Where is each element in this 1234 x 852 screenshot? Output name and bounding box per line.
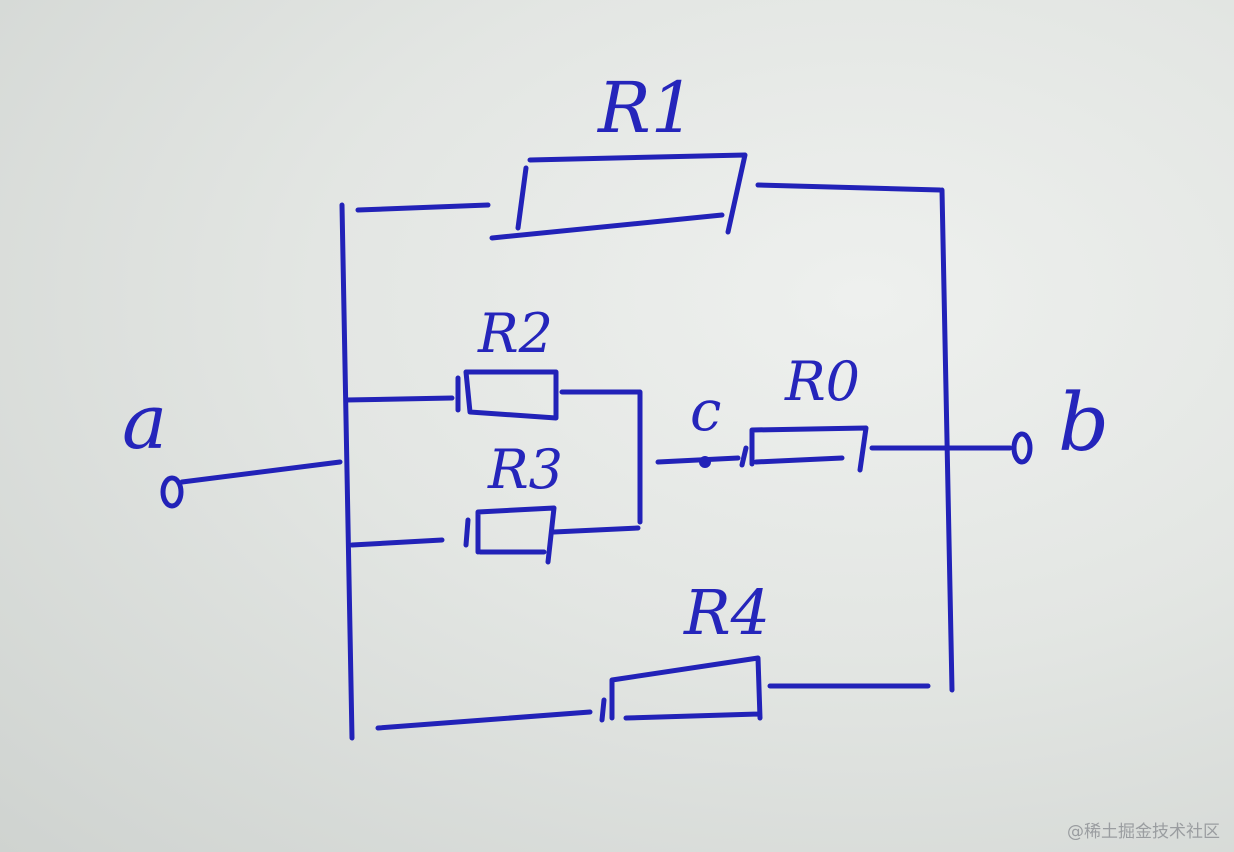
r4-left-wire	[375, 709, 593, 731]
label-r4: R4	[683, 576, 770, 649]
terminal-a	[160, 475, 184, 509]
r1-left-wire	[355, 202, 491, 213]
terminal-b	[1011, 431, 1033, 465]
resistor-r2	[455, 369, 559, 421]
label-b: b	[1058, 376, 1109, 469]
label-r3: R3	[487, 438, 563, 501]
r2-left-wire	[343, 395, 455, 403]
watermark: @稀土掘金技术社区	[1067, 822, 1220, 842]
c-wire	[655, 455, 741, 465]
label-r1: R1	[596, 67, 695, 149]
label-r0: R0	[784, 350, 860, 413]
right-bus-wire	[939, 187, 955, 693]
label-c: c	[690, 379, 721, 444]
resistor-r0	[739, 425, 869, 473]
terminal-a-lead	[179, 459, 343, 485]
r3-right-wire	[551, 525, 641, 535]
resistor-r3	[463, 505, 557, 565]
left-bus-wire	[339, 202, 355, 741]
node-c	[699, 456, 711, 468]
r1-right-wire	[755, 182, 943, 193]
resistor-r4	[599, 655, 763, 723]
r2-right-wire	[559, 389, 643, 525]
r3-left-wire	[349, 537, 445, 548]
resistor-r1	[489, 152, 748, 241]
label-r2: R2	[477, 302, 553, 365]
label-a: a	[122, 377, 167, 466]
